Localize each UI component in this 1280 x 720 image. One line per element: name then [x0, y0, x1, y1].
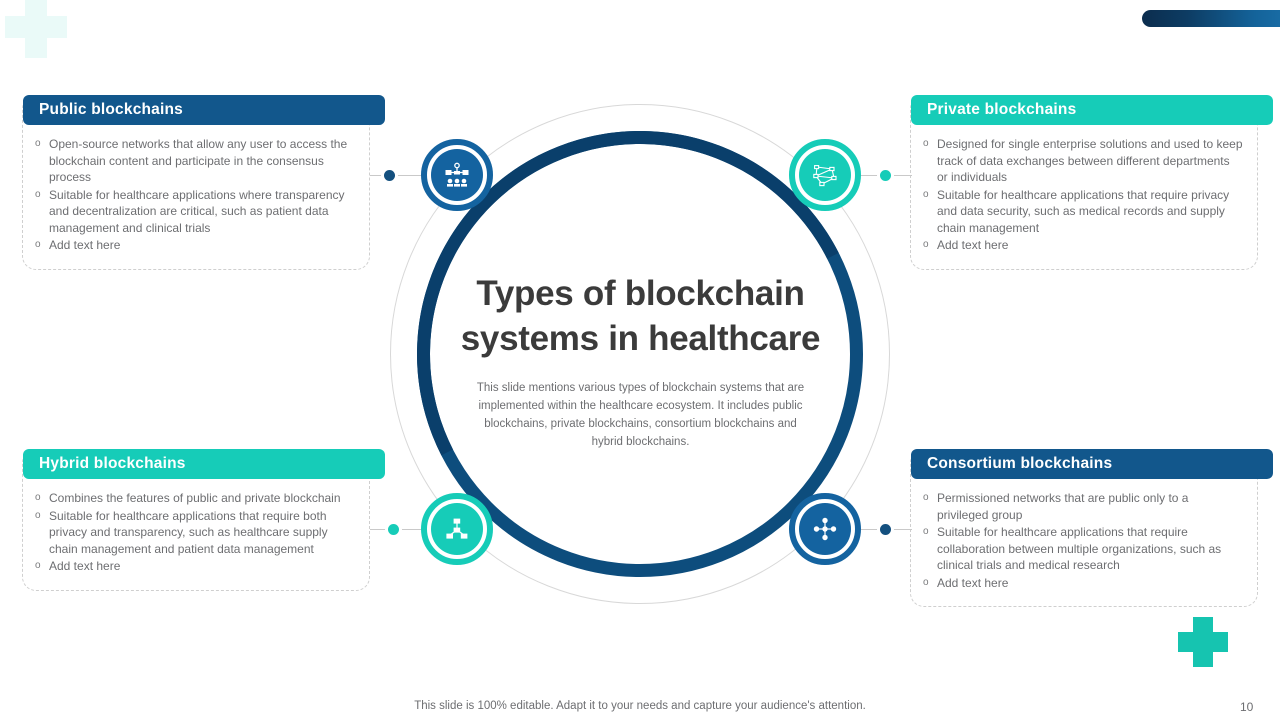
card-title-hybrid: Hybrid blockchains [39, 455, 186, 472]
bullet-marker: o [923, 239, 929, 251]
hierarchy-nodes-icon [431, 503, 483, 555]
card-header-private: Private blockchains [911, 95, 1273, 125]
bullet-marker: o [923, 138, 929, 149]
bullet-text: Add text here [937, 575, 1009, 590]
bullet-marker: o [923, 526, 929, 538]
list-item: o Suitable for healthcare applications w… [35, 187, 355, 237]
connector-dot-private [880, 170, 891, 181]
bullet-marker: o [923, 576, 929, 588]
wheel-center-content: Types of blockchain systems in healthcar… [448, 272, 833, 451]
bullet-text: Suitable for healthcare applications whe… [49, 187, 345, 235]
icon-bubble-public[interactable] [421, 139, 493, 211]
page-description: This slide mentions various types of blo… [476, 381, 805, 449]
list-item: o Add text here [923, 237, 1243, 254]
footer-note: This slide is 100% editable. Adapt it to… [414, 700, 866, 712]
star-network-icon [799, 503, 851, 555]
card-public[interactable]: Public blockchains o Open-source network… [22, 95, 385, 270]
bullet-marker: o [35, 188, 41, 200]
list-item: o Permissioned networks that are public … [923, 490, 1243, 523]
cross-bar-vertical [1193, 617, 1213, 667]
bullet-marker: o [35, 560, 41, 572]
bullet-text: Add text here [937, 238, 1009, 253]
icon-bubble-hybrid[interactable] [421, 493, 493, 565]
card-body-hybrid: o Combines the features of public and pr… [23, 480, 369, 590]
list-item: o Combines the features of public and pr… [35, 490, 355, 507]
cross-bar-vertical [25, 0, 47, 58]
node-graph-icon [799, 149, 851, 201]
card-consortium[interactable]: Consortium blockchains o Permissioned ne… [910, 449, 1273, 608]
bullet-text: Permissioned networks that are public on… [937, 491, 1189, 522]
list-item: o Designed for single enterprise solutio… [923, 136, 1243, 186]
connector-dot-hybrid [388, 524, 399, 535]
bullet-text: Add text here [49, 559, 121, 574]
page-title: Types of blockchain systems in healthcar… [460, 274, 821, 358]
list-item: o Add text here [35, 558, 355, 575]
list-item: o Add text here [923, 575, 1243, 592]
wheel-outer-ring [390, 104, 890, 604]
bullet-marker: o [35, 492, 41, 503]
bullet-text: Suitable for healthcare applications tha… [49, 508, 328, 556]
bullet-text: Combines the features of public and priv… [49, 491, 341, 505]
card-body-public: o Open-source networks that allow any us… [23, 126, 369, 269]
bullet-text: Open-source networks that allow any user… [49, 137, 348, 185]
card-header-public: Public blockchains [23, 95, 385, 125]
bullet-text: Add text here [49, 238, 121, 253]
list-item: o Suitable for healthcare applications t… [923, 524, 1243, 574]
connector-line-public [370, 175, 430, 176]
people-network-icon [431, 149, 483, 201]
list-item: o Suitable for healthcare applications t… [35, 508, 355, 558]
connector-dot-consortium [880, 524, 891, 535]
connector-line-hybrid [370, 529, 430, 530]
decorative-cross-bottom-right [1178, 617, 1228, 667]
card-title-consortium: Consortium blockchains [927, 455, 1113, 472]
decorative-top-bar [1142, 10, 1280, 27]
bullet-marker: o [35, 239, 41, 251]
bullet-marker: o [923, 188, 929, 200]
card-header-hybrid: Hybrid blockchains [23, 449, 385, 479]
card-title-private: Private blockchains [927, 101, 1077, 118]
card-title-public: Public blockchains [39, 101, 184, 118]
card-body-private: o Designed for single enterprise solutio… [911, 126, 1257, 269]
list-item: o Open-source networks that allow any us… [35, 136, 355, 186]
card-hybrid[interactable]: Hybrid blockchains o Combines the featur… [22, 449, 385, 591]
bullet-marker: o [923, 492, 929, 503]
bullet-marker: o [35, 138, 41, 149]
bullet-text: Designed for single enterprise solutions… [937, 137, 1243, 185]
list-item: o Add text here [35, 237, 355, 254]
bullet-text: Suitable for healthcare applications tha… [937, 187, 1230, 235]
bullet-text: Suitable for healthcare applications tha… [937, 525, 1222, 573]
connector-dot-public [384, 170, 395, 181]
bullet-marker: o [35, 509, 41, 521]
decorative-cross-top-left [5, 0, 67, 58]
list-item: o Suitable for healthcare applications t… [923, 187, 1243, 237]
page-number: 10 [1240, 700, 1254, 714]
icon-bubble-consortium[interactable] [789, 493, 861, 565]
card-header-consortium: Consortium blockchains [911, 449, 1273, 479]
icon-bubble-private[interactable] [789, 139, 861, 211]
card-private[interactable]: Private blockchains o Designed for singl… [910, 95, 1273, 270]
card-body-consortium: o Permissioned networks that are public … [911, 480, 1257, 606]
